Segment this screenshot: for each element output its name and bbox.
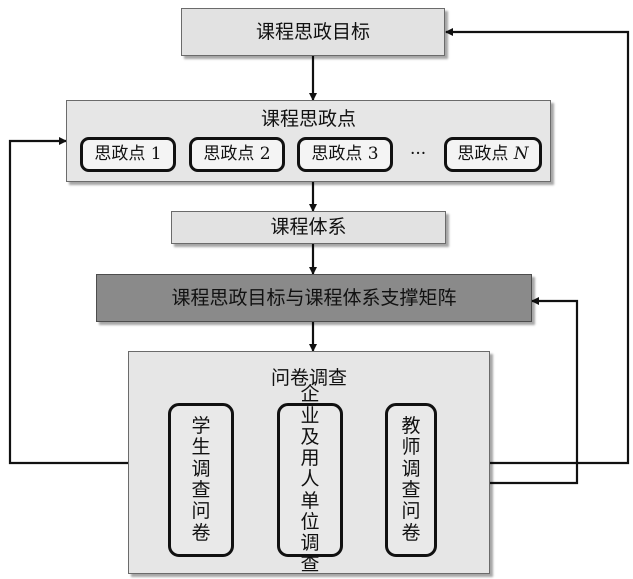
- survey-employer-label: 企业及用人单位调查: [300, 383, 320, 576]
- feedback-right-to-goal: [445, 28, 630, 465]
- goal-box: 课程思政目标: [181, 8, 445, 56]
- feedback-left-to-points: [8, 137, 128, 465]
- point-chip-n: 思政点 N: [444, 137, 542, 172]
- points-title: 课程思政点: [260, 108, 356, 130]
- survey-teacher-label: 教师调查问卷: [401, 415, 421, 544]
- point-chip-1: 思政点 1: [80, 137, 176, 172]
- point-chip-n-prefix: 思政点: [457, 144, 514, 164]
- point-chip-n-symbol: N: [513, 144, 529, 164]
- survey-student: 学生调查问卷: [168, 403, 234, 557]
- points-ellipsis: ···: [410, 144, 427, 164]
- matrix-label: 课程思政目标与课程体系支撑矩阵: [171, 286, 457, 309]
- survey-teacher: 教师调查问卷: [385, 403, 437, 557]
- survey-title: 问卷调查: [270, 367, 347, 389]
- point-chip-2: 思政点 2: [189, 137, 285, 172]
- survey-student-label: 学生调查问卷: [191, 415, 211, 544]
- goal-label: 课程思政目标: [255, 20, 370, 43]
- point-chip-label: 思政点 2: [203, 144, 271, 164]
- point-chip-label: 思政点 3: [311, 144, 379, 164]
- survey-employer: 企业及用人单位调查: [277, 384, 343, 575]
- system-label: 课程体系: [270, 216, 347, 238]
- feedback-teacher-to-matrix: [437, 297, 579, 485]
- system-box: 课程体系: [171, 211, 446, 244]
- point-chip-3: 思政点 3: [297, 137, 393, 172]
- matrix-box: 课程思政目标与课程体系支撑矩阵: [96, 274, 532, 322]
- point-chip-label: 思政点 1: [94, 144, 162, 164]
